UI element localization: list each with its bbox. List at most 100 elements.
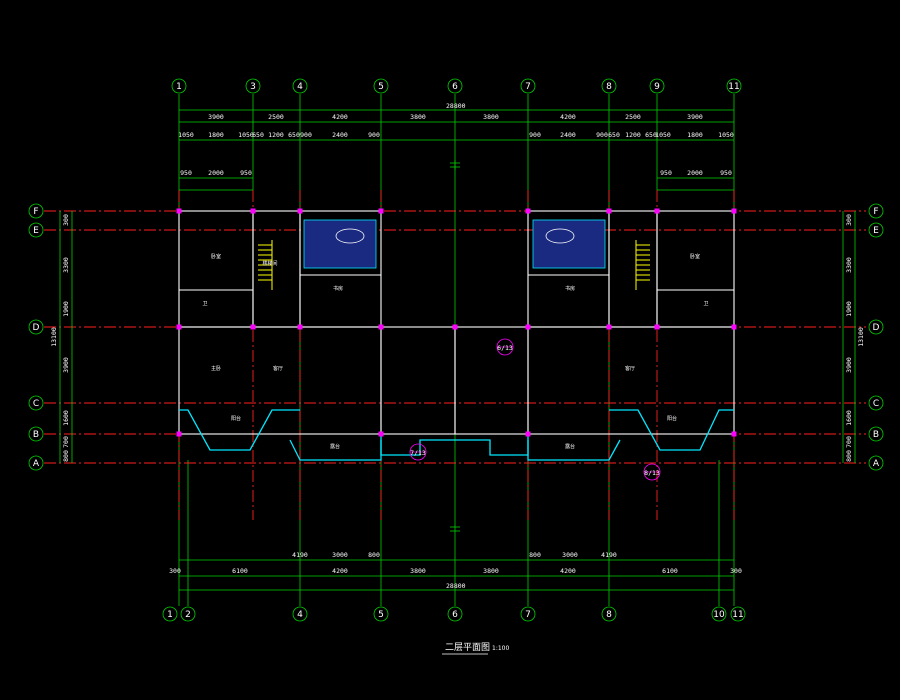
axis-label: 8 xyxy=(606,610,612,620)
axis-bubble-bottom: 4 xyxy=(292,606,308,622)
dim-bottom-1: 800 xyxy=(368,551,380,559)
axis-label: 11 xyxy=(728,82,739,92)
drawing-title: 二层平面图 xyxy=(445,642,490,653)
dim-top-3-right: 2000 xyxy=(687,169,703,177)
section-mark: 6/13 xyxy=(496,338,514,356)
axis-bubble-bottom: 8 xyxy=(601,606,617,622)
dim-left: 800 xyxy=(62,450,70,462)
axis-bubble-top: 8 xyxy=(601,78,617,94)
room-label: 阳台 xyxy=(231,415,241,422)
axis-label: 10 xyxy=(713,610,725,620)
dim-right: 3300 xyxy=(845,257,853,273)
central-terrace xyxy=(380,160,529,532)
dim-top-1: 2500 xyxy=(268,113,284,121)
stairs xyxy=(258,240,650,290)
column xyxy=(606,324,612,330)
dim-bottom-2: 300 xyxy=(730,567,742,575)
axis-bubble-side: D xyxy=(868,319,884,335)
dim-top-2: 2400 xyxy=(560,131,576,139)
axis-bubble-side: E xyxy=(868,222,884,238)
column xyxy=(525,431,531,437)
axis-label: E xyxy=(33,226,39,236)
dim-bottom-1: 3000 xyxy=(562,551,578,559)
column xyxy=(176,431,182,437)
dim-left: 1600 xyxy=(62,410,70,426)
column xyxy=(525,208,531,214)
axis-label: 6 xyxy=(452,82,458,92)
room-label: 楼梯间 xyxy=(262,260,277,267)
dim-bottom-1: 3000 xyxy=(332,551,348,559)
axis-label: 8 xyxy=(606,82,612,92)
column xyxy=(731,324,737,330)
overall-width-top: 28800 xyxy=(446,102,466,110)
dim-bottom-2: 6100 xyxy=(662,567,678,575)
dim-top-2: 650 xyxy=(608,131,620,139)
axis-bubble-bottom: 6 xyxy=(447,606,463,622)
columns xyxy=(176,208,737,437)
axis-label: C xyxy=(873,399,879,409)
dim-bottom-2: 4200 xyxy=(560,567,576,575)
dim-bottom-2: 3800 xyxy=(483,567,499,575)
section-mark: 8/13 xyxy=(643,463,661,481)
column xyxy=(378,208,384,214)
axis-label: 1 xyxy=(176,82,182,92)
dim-left: 3900 xyxy=(62,357,70,373)
dim-bottom-1: 4190 xyxy=(601,551,617,559)
axis-label: 11 xyxy=(732,610,743,620)
axis-label: B xyxy=(33,430,39,440)
room-label: 露台 xyxy=(565,443,575,450)
axis-label: 1 xyxy=(167,610,173,620)
dim-top-2: 1800 xyxy=(208,131,224,139)
dim-top-1: 3900 xyxy=(208,113,224,121)
axis-bubble-side: D xyxy=(28,319,44,335)
column xyxy=(378,431,384,437)
dim-left: 3300 xyxy=(62,257,70,273)
dim-top-1: 3800 xyxy=(483,113,499,121)
column xyxy=(452,324,458,330)
room-label: 书房 xyxy=(565,285,575,292)
axis-bubble-side: C xyxy=(868,395,884,411)
axis-label: 4 xyxy=(297,82,303,92)
dim-top-2: 900 xyxy=(596,131,608,139)
axis-label: 5 xyxy=(378,82,384,92)
axis-label: A xyxy=(33,459,40,469)
dim-top-1: 3800 xyxy=(410,113,426,121)
top-dimension-lines xyxy=(179,109,734,191)
column xyxy=(297,208,303,214)
axis-bubble-top: 4 xyxy=(292,78,308,94)
dim-left: 300 xyxy=(62,214,70,226)
axis-bubble-side: B xyxy=(868,426,884,442)
section-mark-label: 6/13 xyxy=(497,344,513,352)
axis-bubble-side: A xyxy=(868,455,884,471)
dim-right: 3900 xyxy=(845,357,853,373)
column xyxy=(378,324,384,330)
dim-top-3-right: 950 xyxy=(720,169,732,177)
axis-bubble-bottom: 7 xyxy=(520,606,536,622)
axis-label: F xyxy=(33,207,38,217)
axis-bubble-top: 1 xyxy=(171,78,187,94)
axis-label: A xyxy=(873,459,880,469)
section-mark-label: 7/13 xyxy=(410,449,426,457)
room-label: 卫 xyxy=(703,301,708,307)
axis-label: 6 xyxy=(452,610,458,620)
bottom-dimension-lines xyxy=(179,559,734,591)
axis-bubble-side: F xyxy=(868,203,884,219)
dim-top-2: 1200 xyxy=(625,131,641,139)
axis-bubble-side: E xyxy=(28,222,44,238)
dim-top-2: 900 xyxy=(300,131,312,139)
axis-label: 3 xyxy=(250,82,256,92)
axis-label: 7 xyxy=(525,82,531,92)
column xyxy=(606,208,612,214)
room-label: 卫 xyxy=(202,301,207,307)
dim-bottom-1: 800 xyxy=(529,551,541,559)
dim-top-2: 900 xyxy=(529,131,541,139)
room-label: 客厅 xyxy=(273,365,283,372)
dim-top-2: 650 xyxy=(252,131,264,139)
dim-right: 300 xyxy=(845,214,853,226)
axis-bubble-bottom: 1 xyxy=(162,606,178,622)
dim-right: 1900 xyxy=(845,301,853,317)
